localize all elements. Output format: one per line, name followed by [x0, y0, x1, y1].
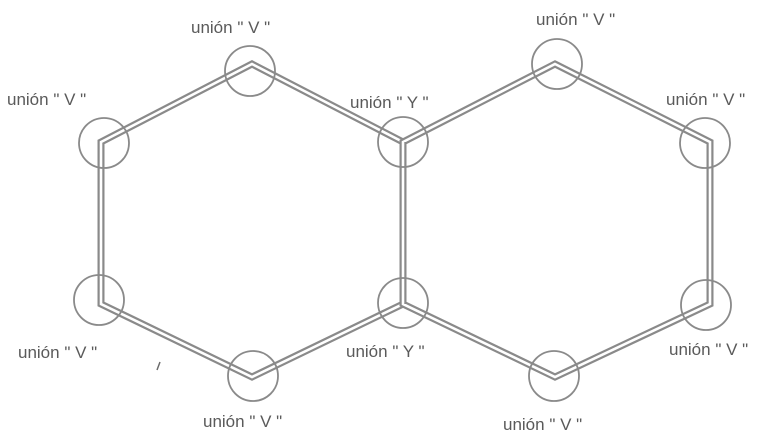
joint-circle-v-right-lower-right	[680, 279, 732, 331]
stray-tick-mark	[156, 361, 161, 371]
right-hexagon-pipe	[399, 60, 714, 381]
label-y-center-bottom: unión " Y "	[346, 342, 425, 361]
label-v-right-top: unión " V "	[536, 10, 616, 29]
joint-circle-y-center-bottom	[377, 277, 429, 329]
joint-circle-v-right-upper-right	[679, 117, 731, 169]
label-y-center-top: unión " Y "	[350, 93, 429, 112]
joint-circle-v-left-upper-left	[78, 117, 130, 169]
label-v-left-upper-left: unión " V "	[7, 90, 87, 109]
label-v-left-bottom: unión " V "	[203, 412, 283, 431]
label-v-right-bottom: unión " V "	[503, 415, 583, 434]
label-v-left-lower-left: unión " V "	[18, 343, 98, 362]
joint-circle-v-right-top	[531, 38, 583, 90]
label-v-right-lower-right: unión " V "	[669, 340, 749, 359]
label-v-right-upper-right: unión " V "	[666, 90, 746, 109]
joint-circle-v-right-bottom	[528, 350, 580, 402]
joint-circle-v-left-lower-left	[73, 274, 125, 326]
joint-circle-v-left-bottom	[227, 350, 279, 402]
joint-circle-v-left-top	[224, 45, 276, 97]
joint-circle-y-center-top	[377, 116, 429, 168]
label-v-left-top: unión " V "	[191, 18, 271, 37]
